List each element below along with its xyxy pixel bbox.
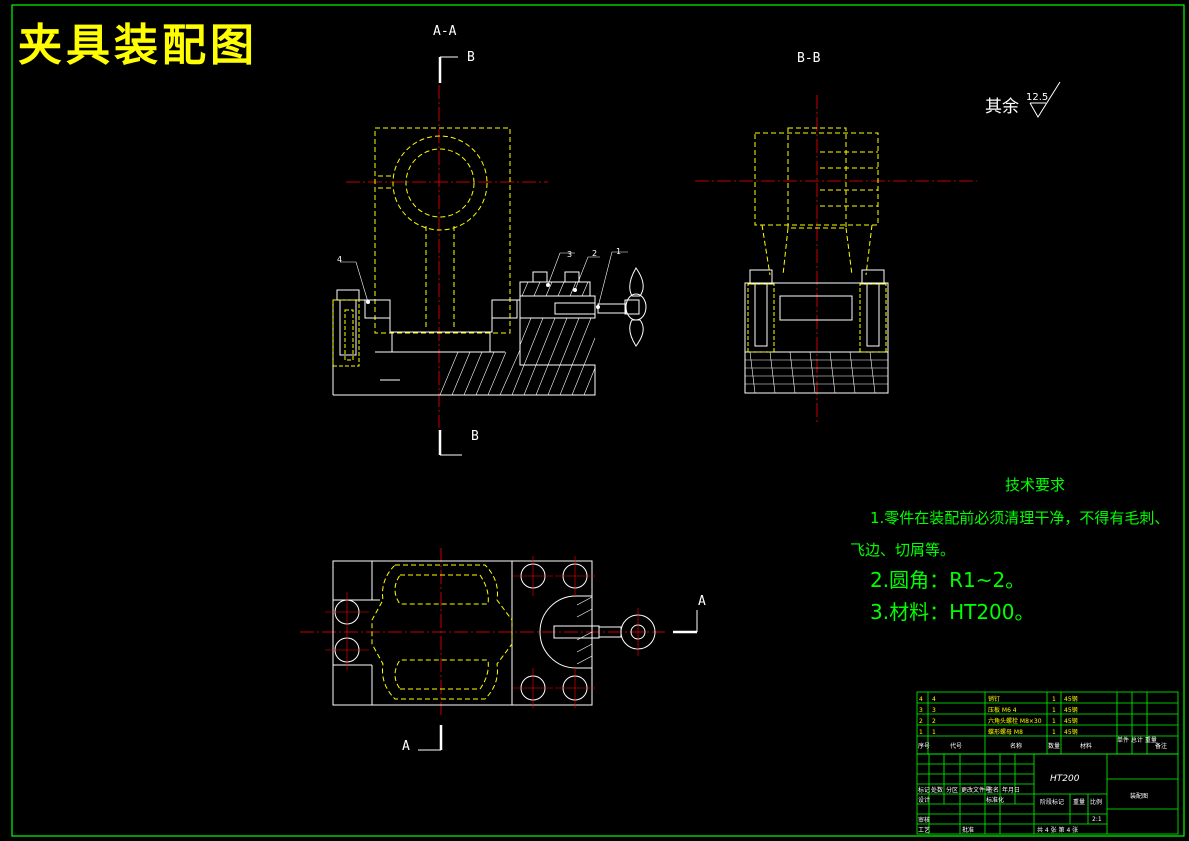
title-block-rev-doc: 更改文件号: [961, 786, 991, 794]
title-block-designer: 设计: [918, 796, 930, 804]
bom-header-name: 名称: [1010, 742, 1022, 750]
bom-header-remark: 备注: [1155, 742, 1167, 750]
bom-row-2-material: 45钢: [1064, 717, 1078, 725]
title-block-material: HT200: [1050, 774, 1080, 784]
bom-row-2-no: 2: [919, 718, 923, 725]
title-block-process: 工艺: [918, 826, 930, 834]
section-label-bb: B-B: [797, 51, 821, 66]
bom-row-1-no: 1: [919, 729, 923, 736]
drawing-title: 夹具装配图: [18, 20, 258, 71]
title-block-rev-count: 处数: [931, 786, 943, 794]
tech-req-line3: 3.材料：HT200。: [870, 600, 1035, 624]
bom-row-1-code: 1: [932, 729, 936, 736]
title-block-weight: 重量: [1073, 798, 1085, 806]
roughness-icon: [1029, 81, 1061, 118]
balloon-1: 1: [616, 247, 621, 256]
balloon-4: 4: [337, 255, 342, 264]
title-block-standard: 标准化: [986, 796, 1004, 804]
section-mark-b-bottom-label: B: [471, 429, 479, 444]
title-block-ratio: 比例: [1090, 798, 1102, 806]
bom-row-3-material: 45钢: [1064, 706, 1078, 714]
section-mark-a-left-label: A: [402, 739, 410, 754]
title-block-rev-zone: 分区: [946, 786, 958, 794]
title-block-stage: 阶段标记: [1040, 798, 1064, 806]
bom-header-no: 序号: [918, 742, 930, 750]
title-block-rev-mark: 标记: [918, 786, 930, 794]
bom-row-1-material: 45钢: [1064, 728, 1078, 736]
side-section-view: [695, 95, 977, 425]
section-mark-a-right-label: A: [698, 594, 706, 609]
top-view: [300, 548, 665, 715]
bom-row-3-name: 压板 M6 4: [988, 706, 1017, 714]
bom-row-1-qty: 1: [1052, 729, 1056, 736]
front-section-view: 4 3 2 1: [332, 85, 647, 428]
bom-header-qty: 数量: [1048, 742, 1060, 750]
title-block-review: 审核: [918, 816, 930, 824]
title-block-text: HT200 装配图 共 4 张 第 4 张 2:1 阶段标记 重量 比例 标记 …: [918, 774, 1148, 834]
outer-frame: [11, 4, 1185, 837]
section-mark-a-left: [418, 725, 443, 751]
bom-row-4-qty: 1: [1052, 696, 1056, 703]
bom-row-3-no: 3: [919, 707, 923, 714]
bom-row-4-no: 4: [919, 696, 923, 703]
bom-header: 序号 代号 名称 数量 材料 单件 总计 重量 备注: [918, 736, 1167, 750]
title-block-drawing-name: 装配图: [1130, 792, 1148, 800]
bom-header-code: 代号: [950, 742, 962, 750]
bom-header-material: 材料: [1080, 742, 1092, 750]
title-block: [916, 753, 1179, 835]
tech-req-line1b: 飞边、切屑等。: [850, 541, 955, 559]
section-label-aa: A-A: [433, 24, 457, 39]
title-block-rev-sign: 签名: [987, 786, 999, 794]
balloon-3: 3: [567, 250, 572, 259]
bom-row-3-qty: 1: [1052, 707, 1056, 714]
bom-row-4-name: 销钉: [988, 695, 1000, 703]
bom-row-2-qty: 1: [1052, 718, 1056, 725]
bom-rows: 4 4 销钉 1 45钢 3 3 压板 M6 4 1 45钢 2 2 六角头螺栓…: [919, 695, 1078, 736]
title-block-rev-date: 年月日: [1002, 786, 1020, 794]
bom-row-3-code: 3: [932, 707, 936, 714]
technical-requirements: 技术要求 1.零件在装配前必须清理干净，不得有毛刺、 飞边、切屑等。 2.圆角：…: [850, 476, 1169, 624]
bom-row-4-material: 45钢: [1064, 695, 1078, 703]
roughness-prefix: 其余: [985, 97, 1019, 117]
title-block-scale: 2:1: [1092, 816, 1102, 823]
roughness-value: 12.5: [1026, 92, 1048, 103]
bom-row-2-code: 2: [932, 718, 936, 725]
tech-req-line1: 1.零件在装配前必须清理干净，不得有毛刺、: [870, 509, 1169, 527]
balloon-2: 2: [592, 249, 597, 258]
section-mark-b-top: [438, 56, 458, 83]
title-block-sheet: 共 4 张 第 4 张: [1037, 826, 1078, 834]
section-mark-a-right: [673, 610, 698, 634]
section-mark-b-bottom: [438, 430, 462, 456]
section-mark-b-top-label: B: [467, 50, 475, 65]
tech-req-line2: 2.圆角：R1~2。: [870, 568, 1025, 592]
bom-header-weight: 单件 总计 重量: [1117, 736, 1157, 744]
tech-req-heading: 技术要求: [1005, 476, 1065, 494]
bom-row-1-name: 蝶形螺母 M8: [988, 728, 1023, 736]
title-block-approve: 批准: [962, 826, 974, 834]
bom-row-2-name: 六角头螺栓 M8×30: [988, 717, 1042, 725]
bom-row-4-code: 4: [932, 696, 936, 703]
